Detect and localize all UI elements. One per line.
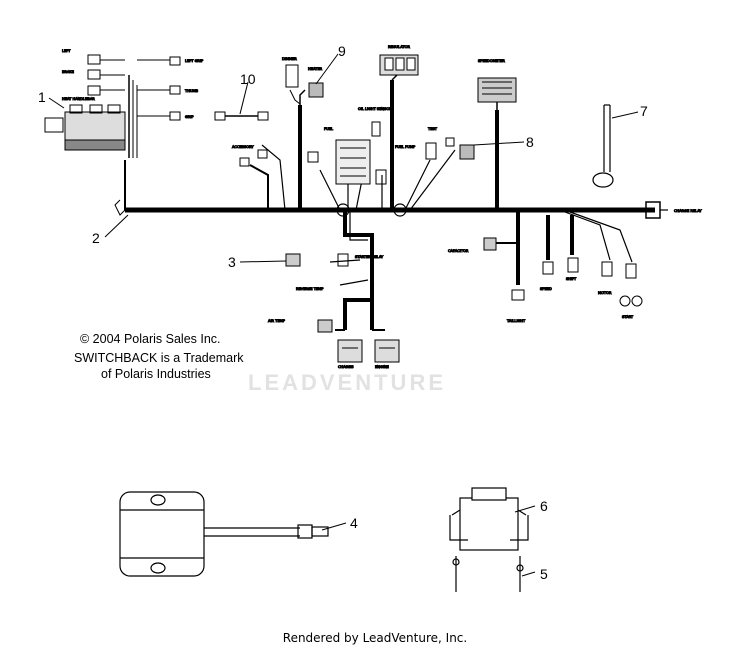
svg-text:REGULATOR: REGULATOR xyxy=(388,45,410,49)
svg-text:TEST: TEST xyxy=(427,127,438,131)
callout-7: 7 xyxy=(640,103,648,119)
svg-text:CAPACITOR: CAPACITOR xyxy=(448,249,469,253)
rear-connectors: CAPACITOR TAILLIGHT SPEED SHIFT MOTOR ST… xyxy=(448,209,703,324)
svg-text:LEFT GRIP: LEFT GRIP xyxy=(185,59,204,63)
footer-credit: Rendered by LeadVenture, Inc. xyxy=(282,631,468,645)
callout-numbers: 1 2 3 4 5 6 7 8 9 10 xyxy=(38,43,648,582)
svg-text:HEATER: HEATER xyxy=(308,67,323,71)
callout-6: 6 xyxy=(540,498,548,514)
svg-text:AIR TEMP: AIR TEMP xyxy=(268,319,286,323)
svg-text:REVERSE TEMP: REVERSE TEMP xyxy=(296,287,324,291)
callout-5: 5 xyxy=(540,566,548,582)
callout-2: 2 xyxy=(92,230,100,246)
cable-tie xyxy=(592,104,614,188)
headlight-switch: DIMMER HEATER xyxy=(282,57,324,105)
upper-connectors: ACCESSORY FUEL OIL LIGHT SENSOR FUEL PUM… xyxy=(232,107,475,185)
svg-text:BRAKE: BRAKE xyxy=(62,70,75,74)
svg-text:CHASSIS: CHASSIS xyxy=(338,365,354,369)
svg-text:ACCESSORY: ACCESSORY xyxy=(232,145,254,149)
trademark-line-1: SWITCHBACK is a Trademark xyxy=(74,351,244,365)
callout-8: 8 xyxy=(526,134,534,150)
watermark: LEADVENTURE xyxy=(248,370,447,395)
svg-text:FUEL PUMP: FUEL PUMP xyxy=(395,145,416,149)
svg-text:HEAT HANDLEBAR: HEAT HANDLEBAR xyxy=(62,97,95,101)
svg-text:STARTER RELAY: STARTER RELAY xyxy=(355,255,384,259)
svg-text:MOTOR: MOTOR xyxy=(598,291,612,295)
cdi-module xyxy=(119,491,329,577)
callout-3: 3 xyxy=(228,254,236,270)
callout-9: 9 xyxy=(338,43,346,59)
svg-text:FUEL: FUEL xyxy=(324,127,333,131)
svg-text:SPEEDOMETER: SPEEDOMETER xyxy=(478,59,505,63)
relay-assembly xyxy=(449,487,529,592)
callout-4: 4 xyxy=(350,515,358,531)
handlebar-switch-assembly: LEFT BRAKE HEAT HANDLEBAR LEFT GRIP THUM… xyxy=(44,49,204,151)
accessory-connector xyxy=(214,111,269,121)
gauge-connector: SPEEDOMETER xyxy=(477,59,517,103)
trademark-line-2: of Polaris Industries xyxy=(101,367,211,381)
svg-text:GRIP: GRIP xyxy=(185,115,194,119)
svg-text:OIL LIGHT SENSOR: OIL LIGHT SENSOR xyxy=(358,107,392,111)
svg-text:DIMMER: DIMMER xyxy=(282,57,297,61)
svg-text:THUMB: THUMB xyxy=(184,89,199,93)
callout-10: 10 xyxy=(240,71,256,87)
svg-text:SHIFT: SHIFT xyxy=(566,277,577,281)
svg-text:ENGINE: ENGINE xyxy=(375,365,389,369)
callout-leaders xyxy=(48,53,639,577)
lower-center-connectors: STARTER RELAY REVERSE TEMP AIR TEMP CHAS… xyxy=(268,253,400,370)
svg-text:CHARGE RELAY: CHARGE RELAY xyxy=(674,209,702,213)
main-harness xyxy=(114,71,668,331)
svg-text:SPEED: SPEED xyxy=(540,287,552,291)
svg-text:TAILLIGHT: TAILLIGHT xyxy=(506,319,526,323)
voltage-regulator: REGULATOR xyxy=(379,45,419,76)
svg-text:LEFT: LEFT xyxy=(62,49,71,53)
copyright-text: © 2004 Polaris Sales Inc. xyxy=(80,332,221,346)
callout-1: 1 xyxy=(38,89,46,105)
svg-text:START: START xyxy=(622,315,634,319)
